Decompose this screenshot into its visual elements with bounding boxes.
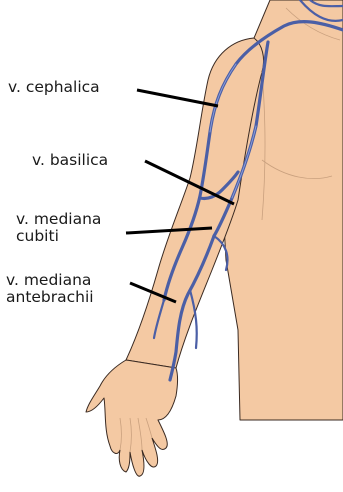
label-line: v. mediana bbox=[16, 211, 101, 228]
label-v-mediana-cubiti: v. mediana cubiti bbox=[16, 211, 101, 245]
label-line: antebrachii bbox=[6, 289, 94, 306]
label-v-cephalica: v. cephalica bbox=[8, 79, 100, 96]
label-line: v. mediana bbox=[6, 272, 94, 289]
hand bbox=[86, 360, 178, 476]
label-v-basilica: v. basilica bbox=[32, 152, 108, 169]
label-v-mediana-antebrachii: v. mediana antebrachii bbox=[6, 272, 94, 306]
label-line: cubiti bbox=[16, 228, 101, 245]
